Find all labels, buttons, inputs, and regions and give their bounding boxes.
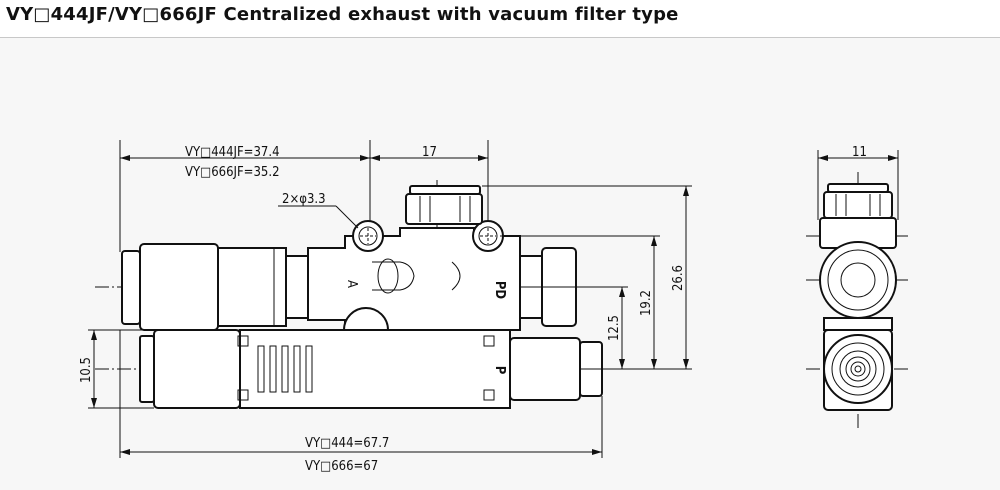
upper-left-fitting xyxy=(121,243,309,331)
side-view xyxy=(806,150,910,430)
page-title: VY□444JF/VY□666JF Centralized exhaust wi… xyxy=(6,4,679,25)
mounting-hole-right xyxy=(472,220,504,252)
filter-cap xyxy=(405,185,483,225)
dim-17: 17 xyxy=(422,145,437,160)
arrow-marking: A xyxy=(344,280,359,288)
dim-26-6: 26.6 xyxy=(671,265,686,291)
mounting-hole-left xyxy=(352,220,384,252)
front-view: PD P A xyxy=(95,180,603,409)
lower-body xyxy=(139,329,603,409)
title-divider xyxy=(0,37,1000,38)
dim-hole-diameter: 2×φ3.3 xyxy=(282,192,326,207)
dim-length-444jf: VY□444JF=37.4 xyxy=(185,145,280,160)
dim-12-5: 12.5 xyxy=(607,315,622,341)
dimension-lines xyxy=(88,140,692,458)
pd-marking: PD xyxy=(492,281,507,300)
dim-10-5: 10.5 xyxy=(79,357,94,383)
p-marking: P xyxy=(492,366,507,375)
dim-total-666: VY□666=67 xyxy=(305,459,378,474)
dim-length-666jf: VY□666JF=35.2 xyxy=(185,165,280,180)
dim-total-444: VY□444=67.7 xyxy=(305,436,389,451)
dim-side-width: 11 xyxy=(852,145,867,160)
dim-19-2: 19.2 xyxy=(639,290,654,316)
